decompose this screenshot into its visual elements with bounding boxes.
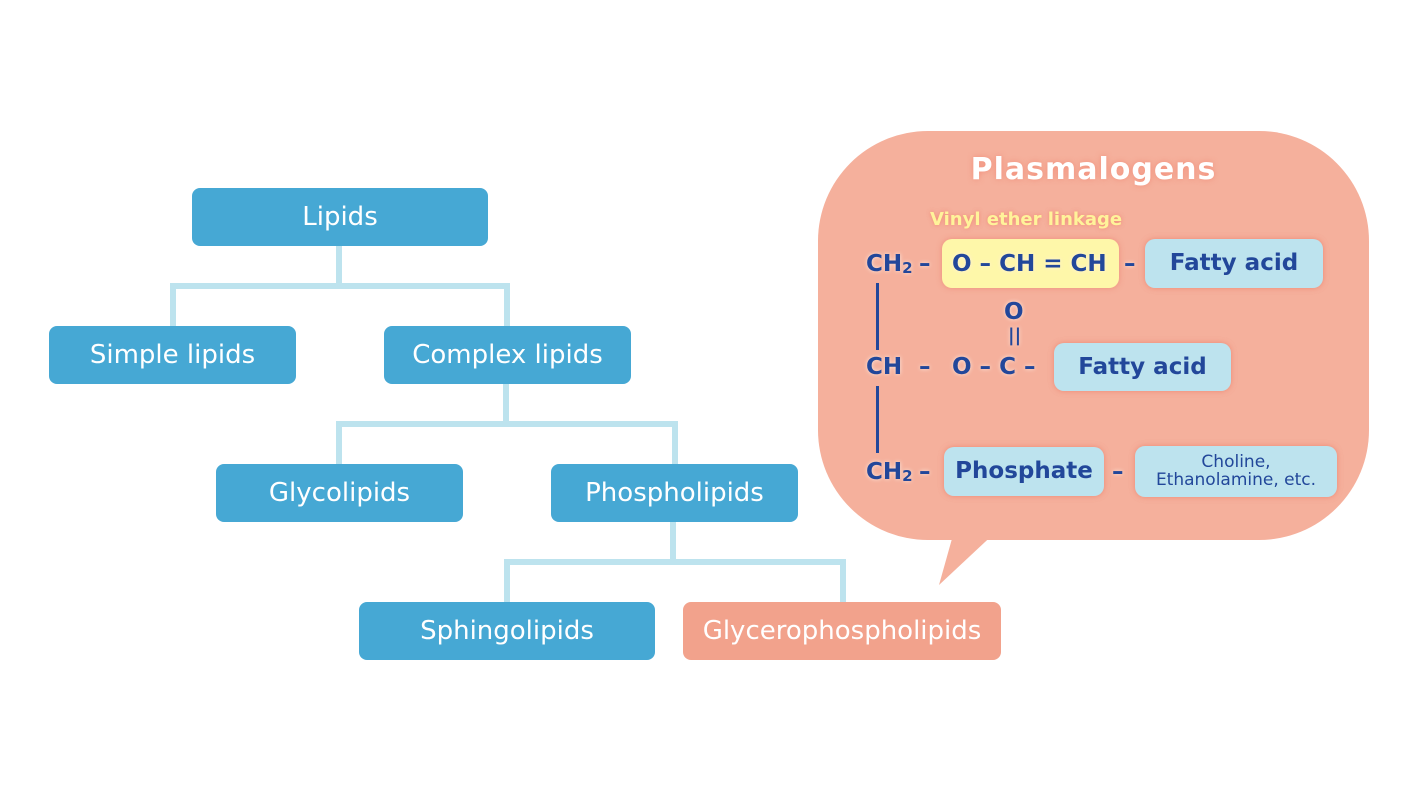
headgroup-line2: Ethanolamine, etc.	[1155, 469, 1317, 490]
row3-bond2: –	[1112, 459, 1124, 485]
node-lipids: Lipids	[192, 188, 488, 246]
headgroup-box: Choline, Ethanolamine, etc.	[1135, 446, 1337, 497]
row1-ch2-text: CH	[866, 251, 903, 277]
vinyl-ether-label: Vinyl ether linkage	[930, 209, 1123, 230]
connector-sphingo-down	[504, 559, 510, 603]
row2-fatty-acid: Fatty acid	[1054, 343, 1231, 391]
headgroup-line1: Choline,	[1201, 451, 1271, 472]
connector-phospholipids-down	[670, 522, 676, 562]
row1-bond2: –	[1124, 251, 1136, 277]
connector-lipids-horizontal	[170, 283, 510, 289]
ester-group: O – C –	[952, 354, 1036, 380]
bubble-title: Plasmalogens	[970, 152, 1217, 187]
carbonyl-double-bond: ||	[1008, 325, 1022, 346]
node-sphingolipids: Sphingolipids	[359, 602, 655, 660]
backbone-bond-2	[876, 386, 879, 453]
carbonyl-oxygen: O	[1004, 299, 1024, 325]
connector-simple-down	[170, 283, 176, 327]
node-glycolipids: Glycolipids	[216, 464, 463, 522]
connector-phospho-down	[672, 421, 678, 465]
connector-complex-lipids-down	[503, 384, 509, 424]
connector-phospho-horizontal	[504, 559, 846, 565]
node-phospholipids: Phospholipids	[551, 464, 798, 522]
row2-ch: CH	[866, 354, 903, 380]
connector-lipids-down	[336, 246, 342, 286]
row1-bond1: –	[919, 251, 931, 277]
phosphate-box: Phosphate	[944, 447, 1104, 496]
node-simple-lipids: Simple lipids	[49, 326, 296, 384]
node-glycerophospholipids: Glycerophospholipids	[683, 602, 1001, 660]
connector-complex-down	[504, 283, 510, 327]
connector-glyco-down	[336, 421, 342, 465]
row3-bond1: –	[919, 459, 931, 485]
node-complex-lipids: Complex lipids	[384, 326, 631, 384]
row2-bond1: –	[919, 354, 931, 380]
row3-ch2-text: CH	[866, 459, 903, 485]
row1-ch2: CH2	[866, 253, 913, 276]
row3-ch2-sub: 2	[902, 467, 913, 485]
connector-glycero-down	[840, 559, 846, 603]
row1-ch2-sub: 2	[902, 259, 913, 277]
connector-complex-horizontal	[336, 421, 678, 427]
row1-fatty-acid: Fatty acid	[1145, 239, 1323, 288]
backbone-bond-1	[876, 283, 879, 350]
row3-ch2: CH2	[866, 461, 913, 484]
vinyl-ether-highlight	[942, 239, 1119, 288]
vinyl-ether-group: O – CH = CH	[952, 251, 1107, 277]
